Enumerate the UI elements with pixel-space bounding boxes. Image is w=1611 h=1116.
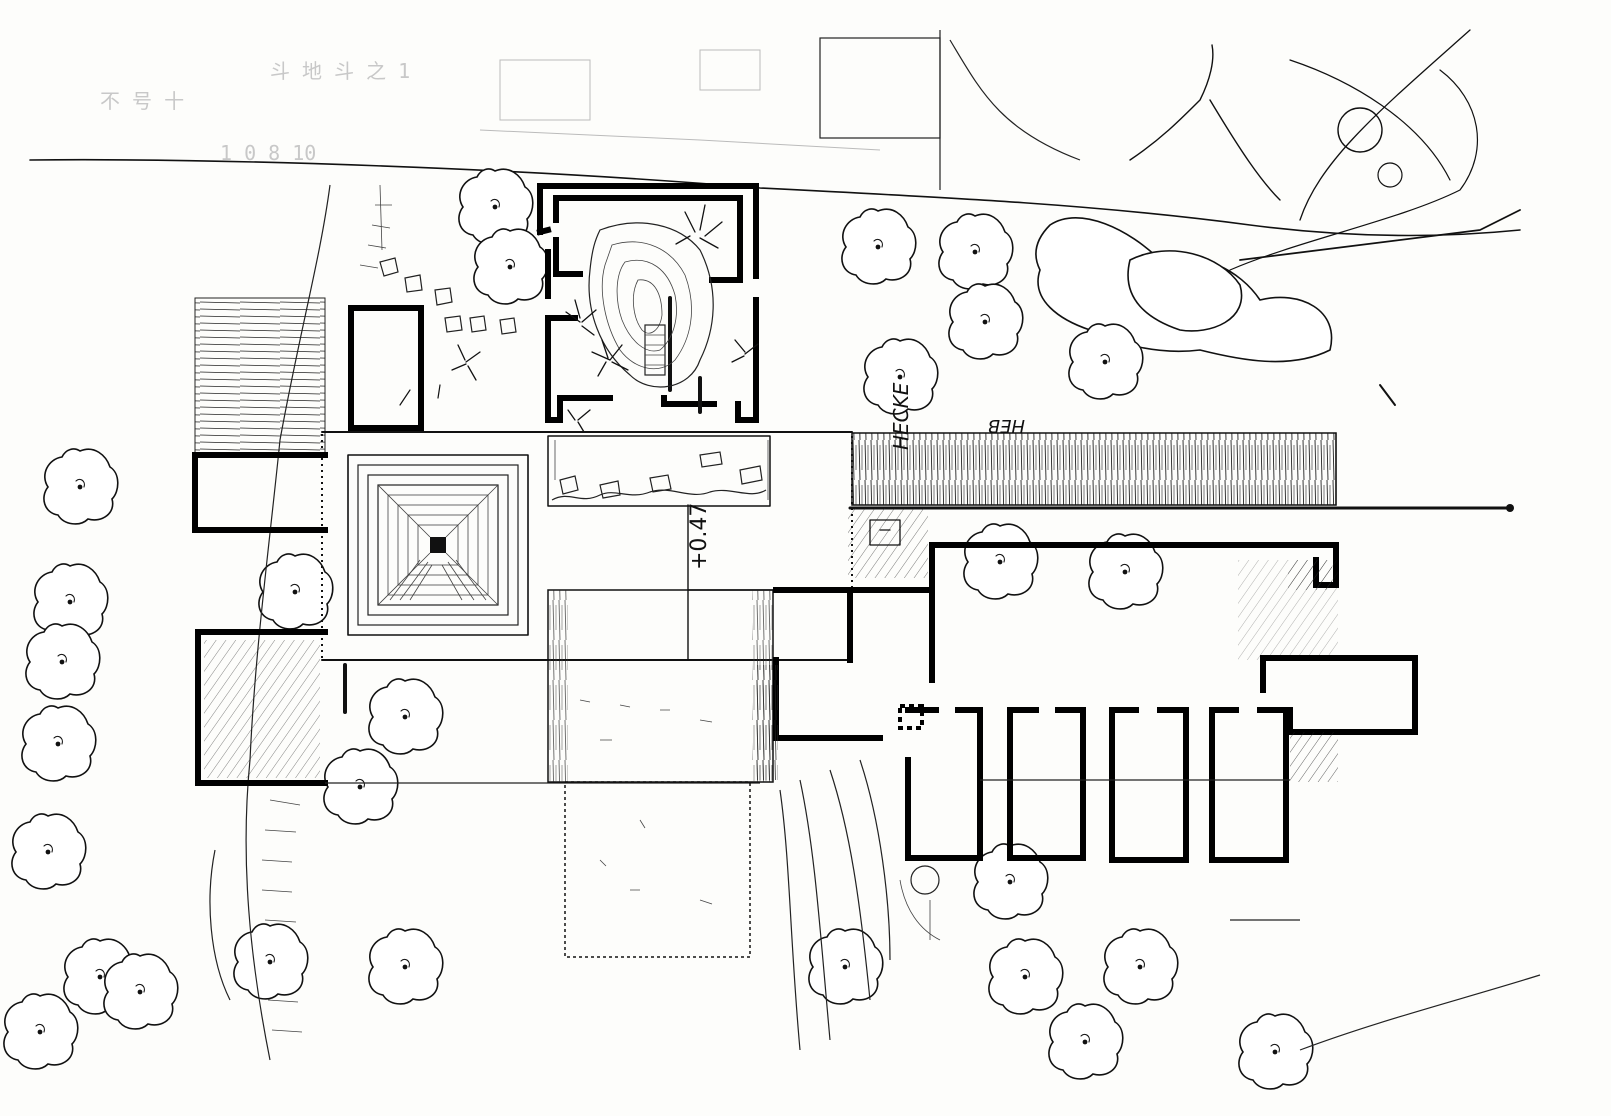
south-east-edge xyxy=(1299,974,1541,1051)
tree-icon xyxy=(1048,1003,1124,1080)
south-garden-lawn xyxy=(547,589,774,958)
south-stream xyxy=(779,759,941,1051)
tree-icon xyxy=(808,928,884,1005)
east-stair-hatch xyxy=(848,508,928,578)
tree-icon xyxy=(21,705,97,782)
tree-icon xyxy=(25,623,101,700)
tree-icon xyxy=(988,938,1064,1015)
tree-icon xyxy=(233,923,309,1000)
tree-icon xyxy=(1103,928,1179,1005)
stepping-stones xyxy=(379,257,517,406)
east-wing xyxy=(929,542,1339,683)
north-west-pavilion xyxy=(348,305,424,431)
central-entry: +0.47 xyxy=(687,503,839,661)
tree-icon xyxy=(473,228,549,305)
tree-icon xyxy=(1068,323,1144,400)
rock-garden-strip xyxy=(547,435,771,507)
tree-icon xyxy=(963,523,1039,600)
north-garden-court xyxy=(536,183,759,433)
left-embankment xyxy=(194,184,392,1061)
tree-icon xyxy=(368,678,444,755)
tree-icon xyxy=(3,993,79,1070)
tree-icon xyxy=(43,448,119,525)
tree-icon xyxy=(103,953,179,1030)
stair-detail xyxy=(869,519,901,546)
tree-icon xyxy=(841,208,917,285)
link-hatch xyxy=(756,665,778,780)
road-edge-line xyxy=(29,158,1521,237)
tree-icon xyxy=(938,213,1014,290)
hedge-note: HECKE xyxy=(889,382,913,450)
faint-text-1: 不 号 十 xyxy=(100,89,184,113)
faint-background-sketch: 不 号 十 斗 地 斗 之 1 1 0 8 10 xyxy=(100,49,881,165)
faint-text-2: 斗 地 斗 之 1 xyxy=(270,59,410,83)
tree-icon xyxy=(323,748,399,825)
tree-icon xyxy=(1238,1013,1314,1090)
middle-link-walls xyxy=(773,587,935,741)
west-lower-wing xyxy=(195,629,328,786)
tree-icon xyxy=(368,928,444,1005)
west-upper-wing xyxy=(192,452,328,533)
west-lower-hatch xyxy=(204,640,320,778)
tree-icon xyxy=(11,813,87,890)
tree-note: HEB xyxy=(988,415,1025,436)
cell-units xyxy=(898,655,1418,863)
tree-icon xyxy=(948,283,1024,360)
pyramid-feature xyxy=(347,454,529,636)
east-promenade xyxy=(848,432,1514,512)
level-mark: +0.47 xyxy=(687,503,712,570)
